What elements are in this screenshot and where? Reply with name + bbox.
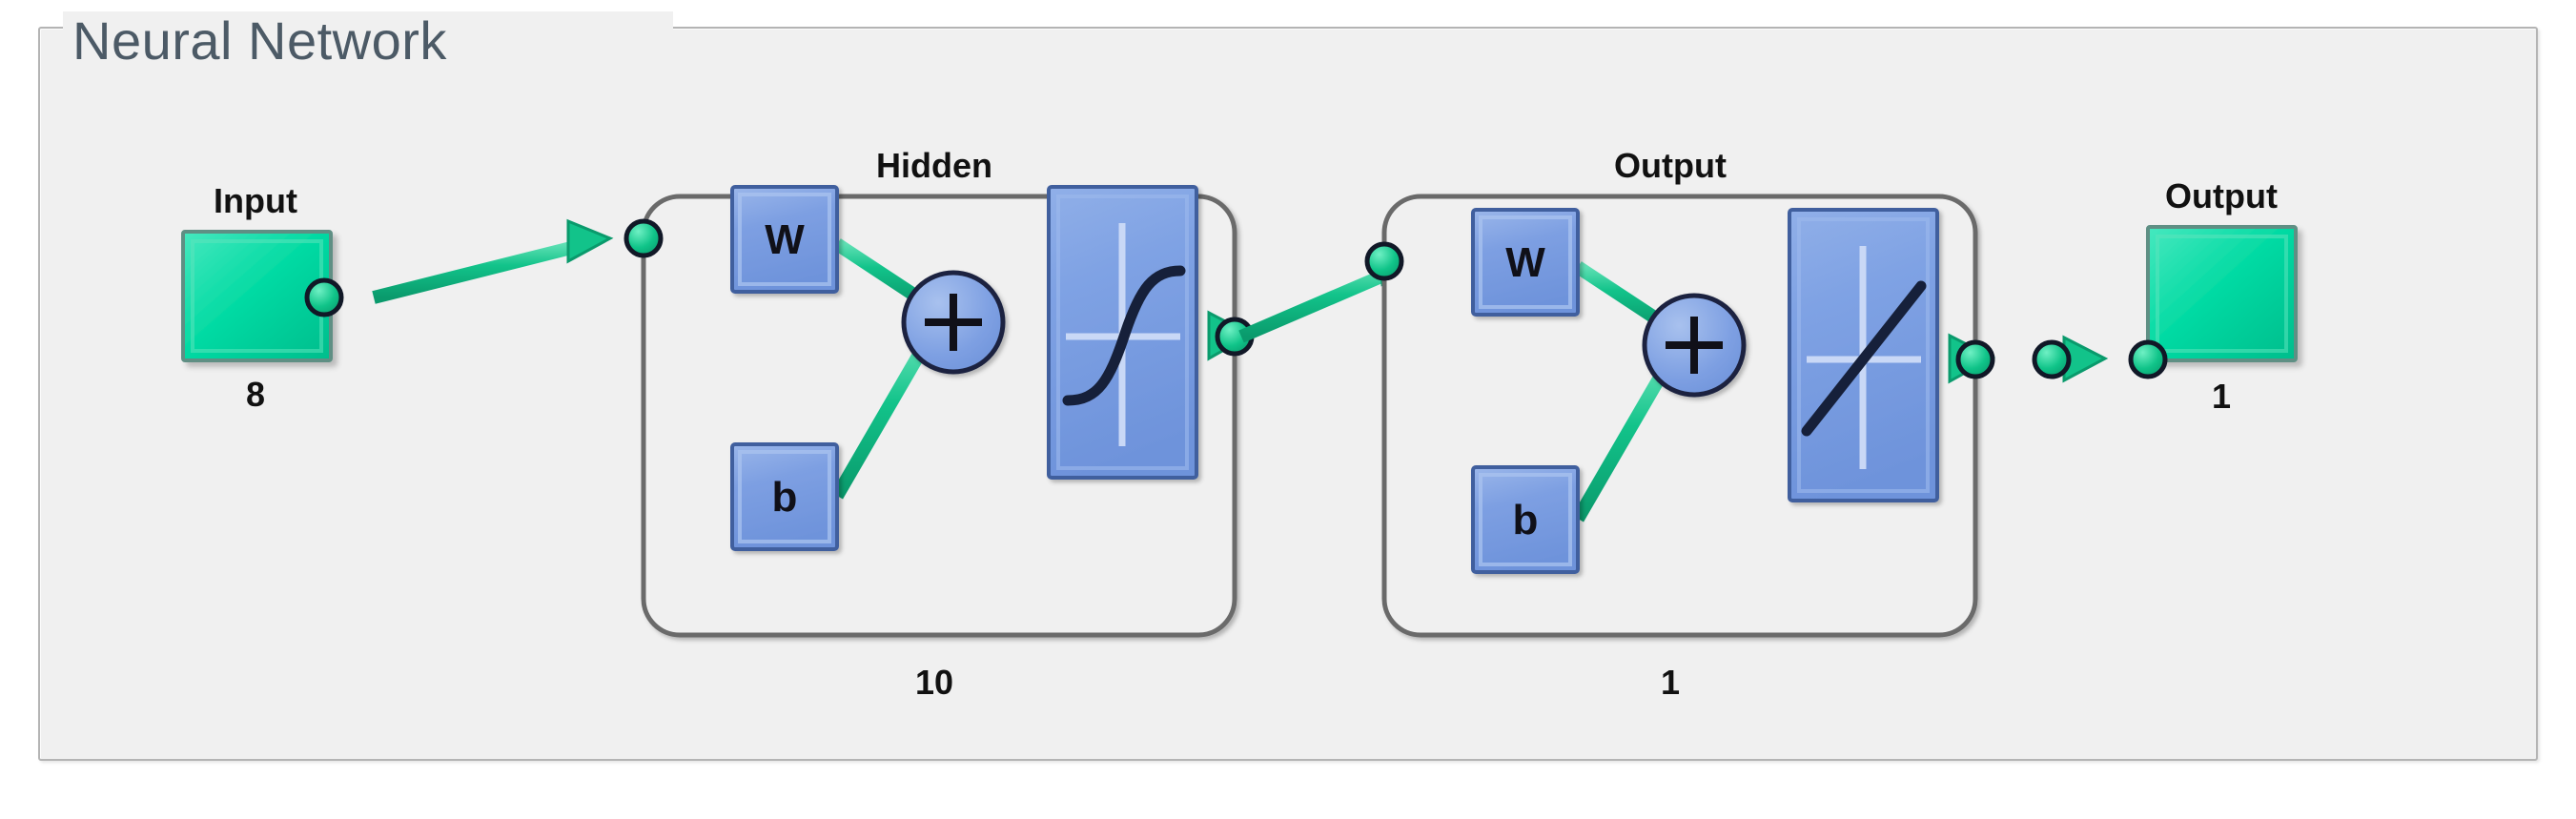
output-bias-box — [1471, 465, 1580, 574]
hidden-layer-size: 10 — [915, 663, 953, 702]
hidden-weight-box-group — [730, 185, 839, 294]
hidden-layer-group: Hidden W b — [624, 146, 1237, 702]
output-layer-group: Output W b — [1364, 146, 1978, 702]
network-diagram: Input 8 Hidden — [38, 27, 2538, 761]
output-bias-label: b — [1513, 497, 1539, 543]
hidden-bias-label: b — [772, 474, 798, 521]
sigmoid-curve — [1062, 265, 1186, 406]
linear-curve — [1801, 280, 1927, 437]
connector-node-input — [304, 277, 344, 317]
output-block-node — [2128, 339, 2168, 379]
output-entry-node — [1364, 241, 1404, 281]
output-layer-title: Output — [1614, 146, 1727, 185]
link-input-to-hidden — [304, 218, 614, 317]
output-layer-size: 1 — [1661, 663, 1680, 702]
output-weight-label: W — [1505, 239, 1545, 286]
hidden-bias-box — [730, 442, 839, 551]
output-block-group: Output 1 — [2128, 176, 2298, 416]
output-weight-box — [1471, 208, 1580, 317]
panel-title: Neural Network — [72, 10, 447, 71]
hidden-weight-box — [730, 185, 839, 294]
input-size: 8 — [246, 375, 265, 414]
output-bias-box-group — [1471, 465, 1580, 574]
hidden-bias-box-group — [730, 442, 839, 551]
output-block-label: Output — [2165, 176, 2278, 215]
input-label: Input — [214, 181, 297, 220]
hidden-layer-title: Hidden — [876, 146, 992, 185]
output-block-node-mid — [2032, 339, 2072, 379]
output-block — [2146, 225, 2298, 362]
neural-network-panel — [38, 27, 2538, 761]
hidden-weight-label: W — [765, 216, 805, 263]
output-block-size: 1 — [2212, 377, 2231, 416]
output-weight-box-group — [1471, 208, 1580, 317]
panel-title-notch — [63, 11, 673, 71]
link-output-to-block — [1937, 333, 2109, 384]
hidden-entry-node — [624, 218, 664, 258]
input-block-group: Input 8 — [181, 181, 333, 414]
